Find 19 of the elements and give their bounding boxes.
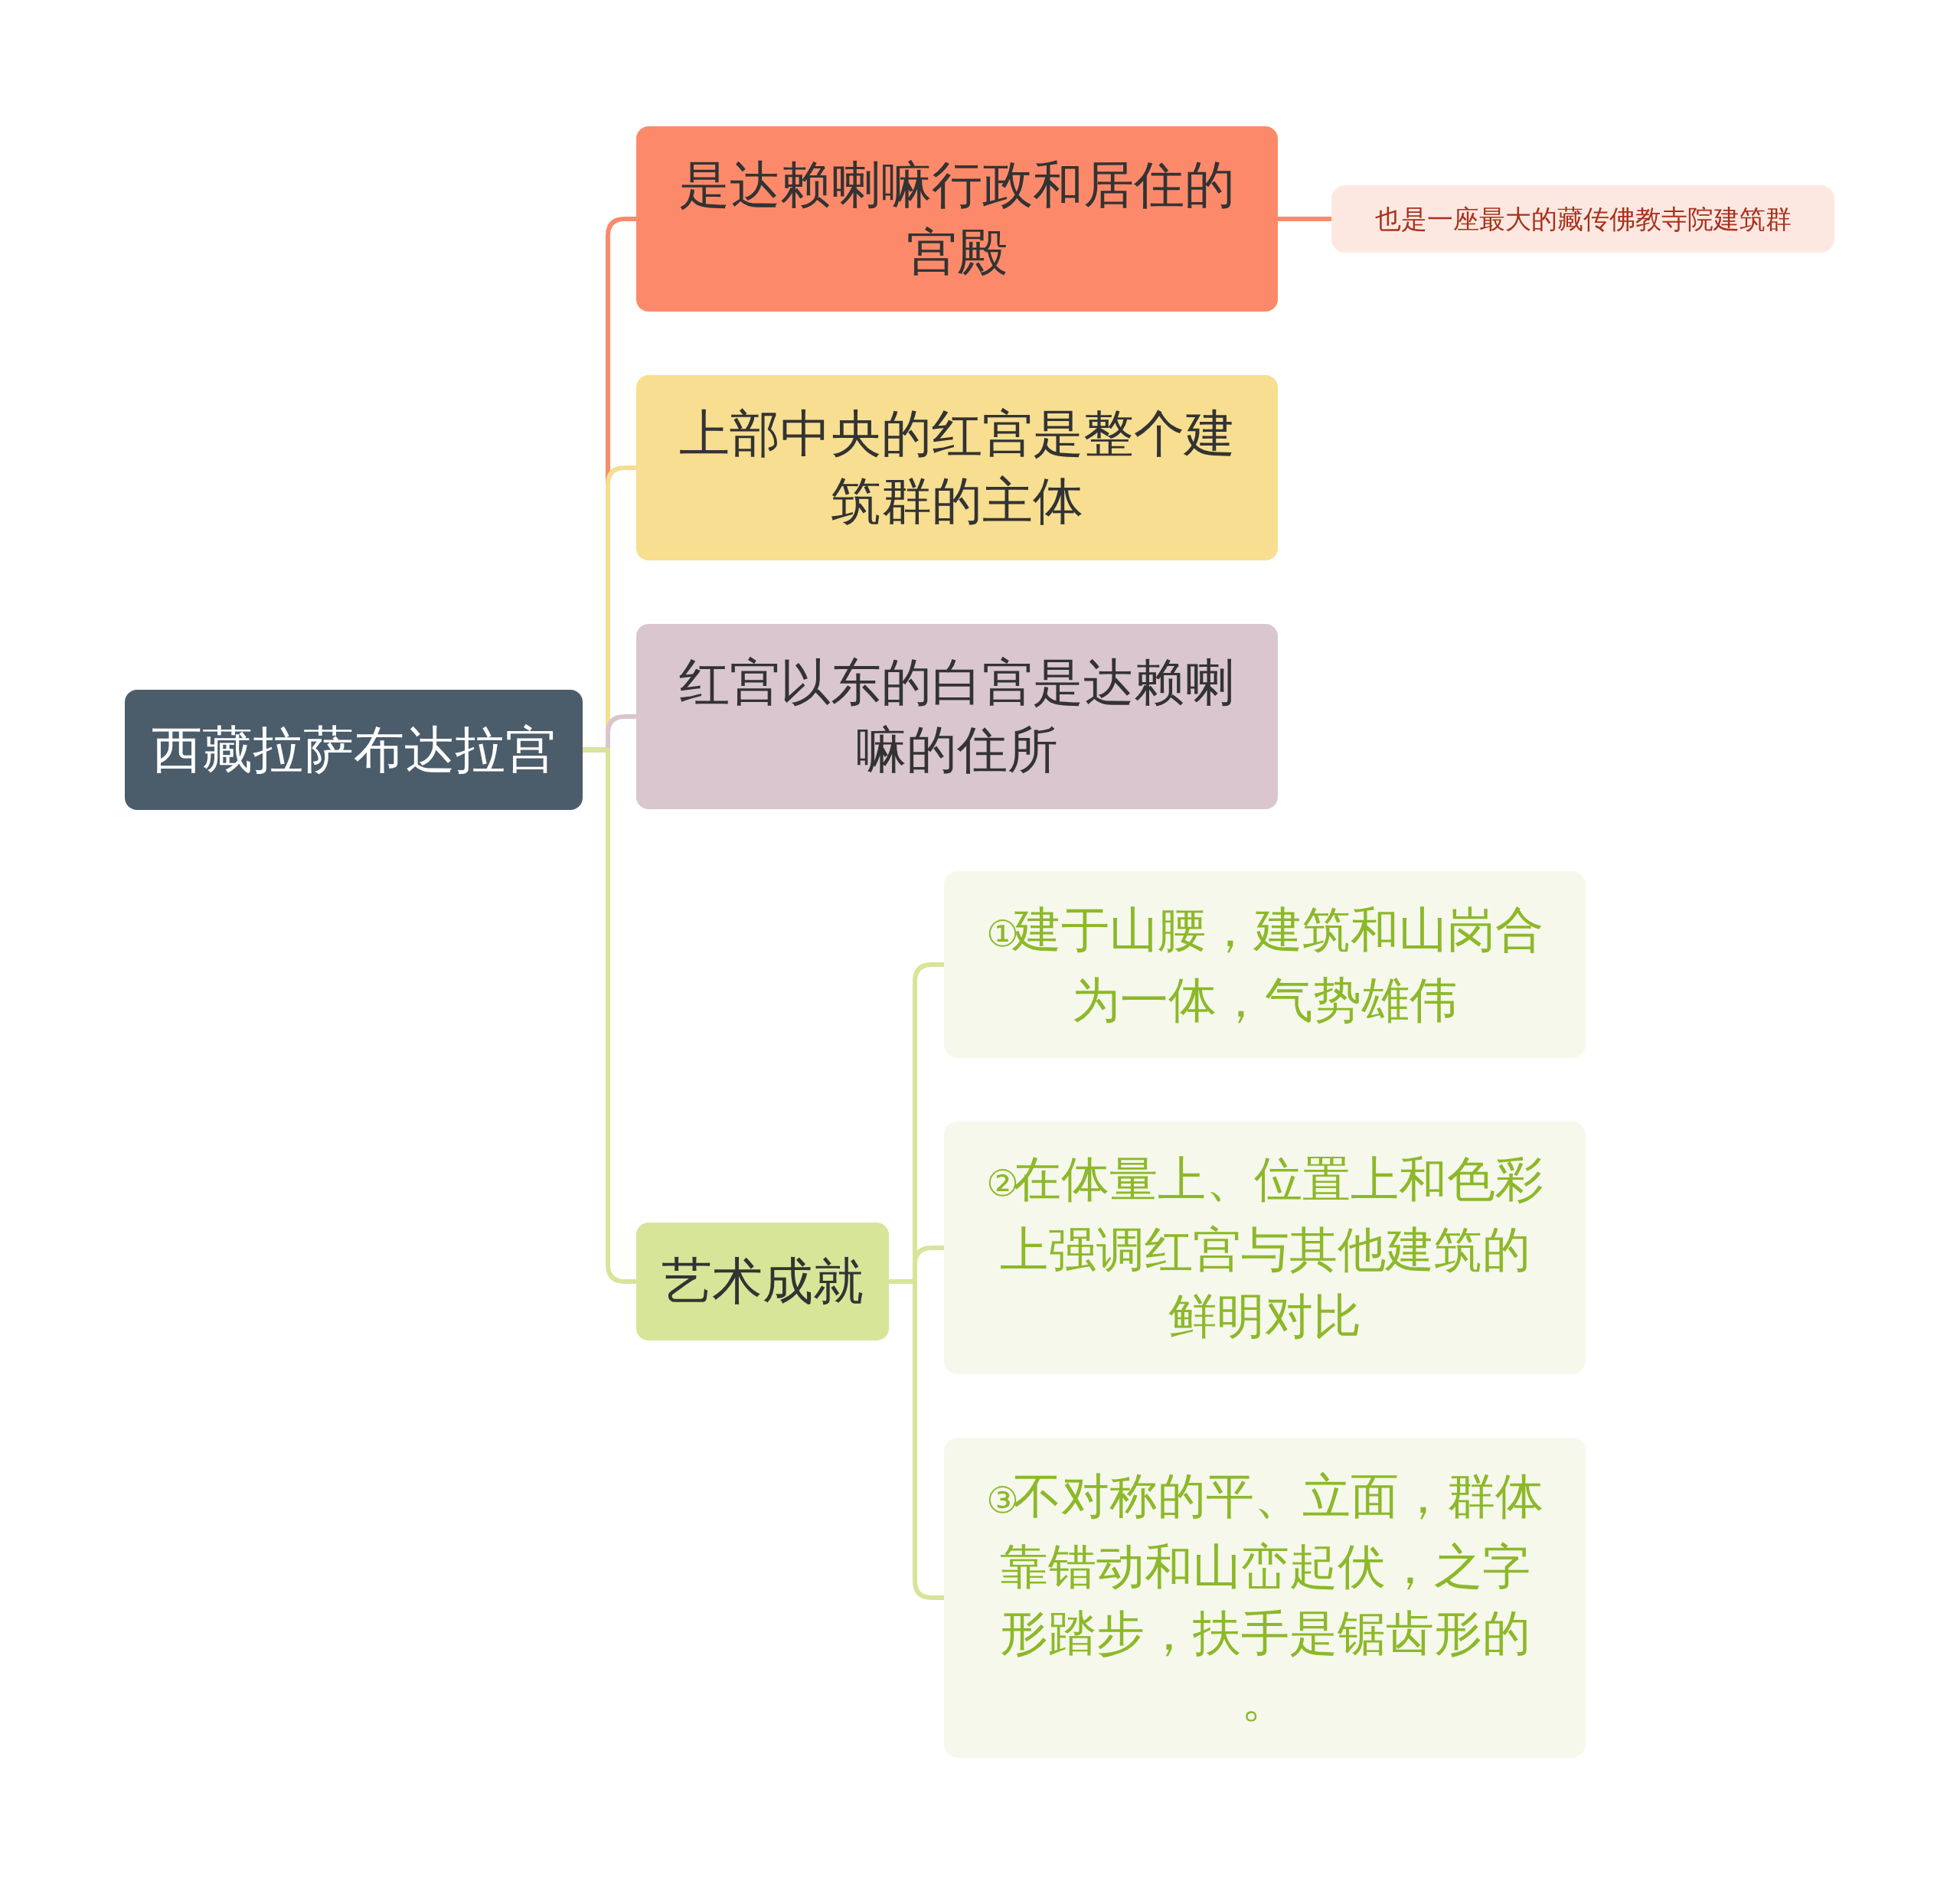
topic-box [636, 126, 1278, 312]
topic-text: 红宫以东的白宫是达赖喇嘛的住所 [678, 652, 1236, 781]
central-topic-text: 西藏拉萨布达拉宫 [152, 719, 556, 781]
topic-text: 艺术成就 [662, 1251, 864, 1312]
connector-line [1278, 217, 1331, 221]
note-box [1331, 185, 1834, 253]
subtopic-box [944, 871, 1586, 1058]
topic-box [636, 624, 1278, 809]
subtopic-text: ①建于山腰，建筑和山岗合为一体，气势雄伟 [985, 900, 1544, 1030]
note-text: 也是一座最大的藏传佛教寺院建筑群 [1374, 203, 1792, 236]
topic-box [636, 375, 1278, 560]
subtopic-text: ②在体量上、位置上和色彩上强调红宫与其他建筑的鲜明对比 [985, 1151, 1544, 1346]
subtopic-box [944, 1122, 1586, 1374]
topic-box [636, 1223, 889, 1340]
subtopic-text: ③不对称的平、立面，群体靠错动和山峦起伏，之字形踏步，扶手是锯齿形的。 [985, 1467, 1544, 1729]
topic-text: 是达赖喇嘛行政和居住的宫殿 [678, 155, 1236, 283]
topic-text: 上部中央的红宫是整个建筑群的主体 [678, 403, 1236, 532]
subtopic-box [944, 1438, 1586, 1758]
central-topic-box [125, 690, 583, 810]
